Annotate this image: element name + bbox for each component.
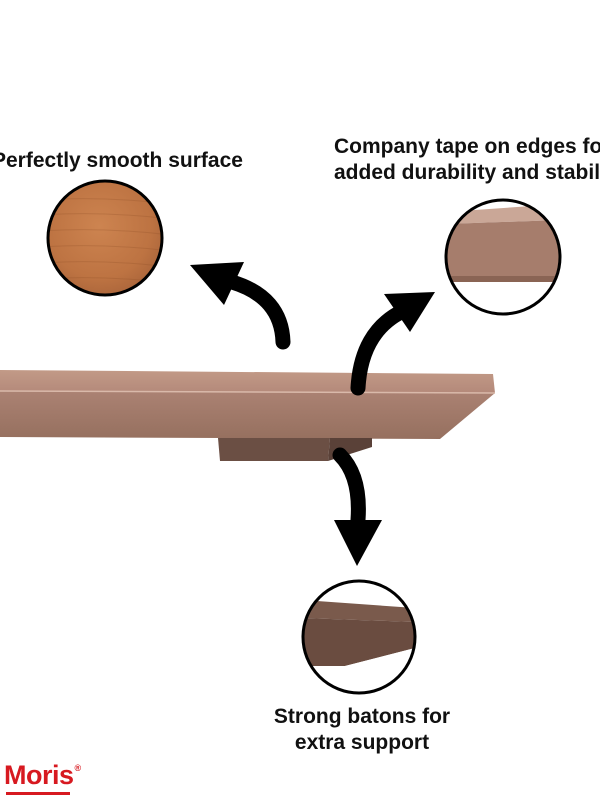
brand-name: Moris [4,760,74,790]
batons-callout-line-1: Strong batons for [273,705,451,728]
tape-callout-line-1: Company tape on edges for [334,135,600,158]
arrow-to-tape [350,292,435,396]
batons-callout-line-2: extra support [294,731,430,754]
registered-mark: ® [74,763,82,773]
table-board [0,370,496,439]
batons-callout-label: Strong batons for extra support [0,704,600,756]
surface-zoom-circle [46,179,164,297]
surface-callout-line-1: Perfectly smooth surface [0,149,243,172]
board-edge-highlight [0,390,496,394]
brand-logo-underline [6,792,70,795]
board-top-face [0,370,495,393]
arrow-to-baton [332,447,382,566]
tape-callout-line-2: added durability and stability [334,161,600,184]
arrow-to-surface [190,262,291,350]
brand-logo: Moris® [4,760,81,791]
tape-callout-label: Company tape on edges for added durabili… [334,134,600,186]
board-front-edge [0,391,495,439]
surface-callout-label: Perfectly smooth surface [0,148,243,174]
baton-zoom-circle [301,579,417,695]
baton-front [218,438,330,461]
tape-zoom-circle [444,198,562,316]
